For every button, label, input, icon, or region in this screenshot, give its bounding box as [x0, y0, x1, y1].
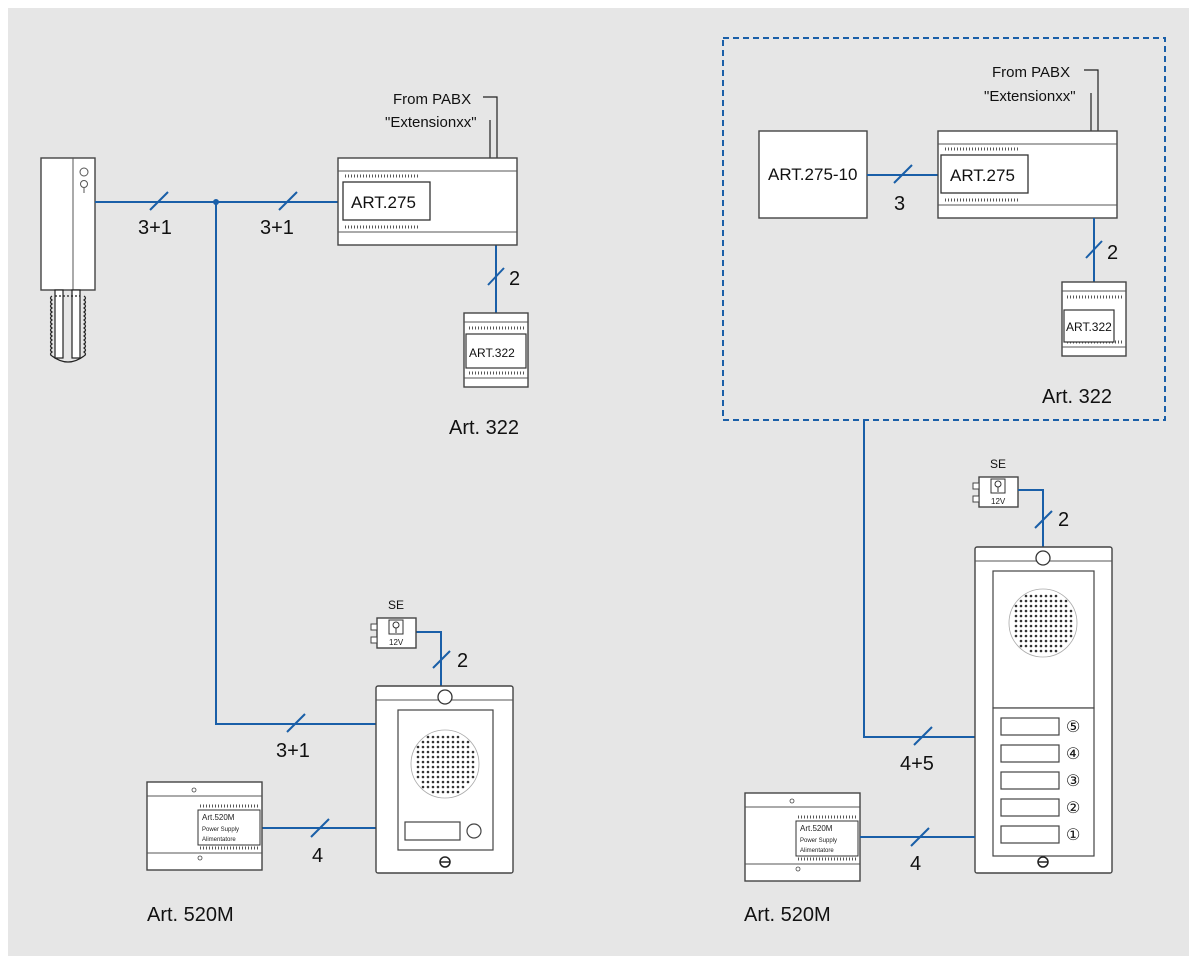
device-label: ART.275 [351, 193, 416, 212]
nameplate [1000, 825, 1060, 844]
nameplate [404, 821, 461, 841]
lock-label: SE [388, 598, 404, 612]
device-label: ART.322 [1066, 320, 1112, 334]
psu-sublabel: Power Supply [202, 827, 239, 833]
device-caption: Art. 322 [449, 417, 519, 439]
wire-count-label: 3+1 [276, 740, 310, 762]
pabx-module-group-box [722, 37, 1166, 421]
wire-tick [278, 191, 298, 211]
nameplate [1000, 771, 1060, 790]
wire-tick [913, 726, 933, 746]
wire-count-label: 4+5 [900, 753, 934, 775]
wire-count-label: 2 [1058, 509, 1069, 531]
wire-count-label: 3+1 [260, 217, 294, 239]
speaker-grille-icon [416, 735, 475, 794]
psu-sublabel: Alimentatore [202, 837, 236, 843]
wire-count-label: 3+1 [138, 217, 172, 239]
call-button [466, 823, 482, 839]
art-275-interface: ART.275 [337, 157, 518, 246]
wire-tick [286, 713, 306, 733]
device-label: ART.322 [469, 346, 515, 360]
call-button-number: ④ [1066, 746, 1080, 763]
psu-sublabel: Power Supply [800, 838, 837, 844]
wire-count-label: 2 [509, 268, 520, 290]
psu-sublabel: Alimentatore [800, 848, 834, 854]
pabx-line [1084, 69, 1099, 131]
speaker-grille-icon [1014, 594, 1073, 653]
wire-lock-to-panel [1018, 489, 1044, 547]
wire-tick [149, 191, 169, 211]
wire-split-to-panel [215, 202, 376, 725]
art-322-relay: ART.322 [1061, 281, 1127, 357]
power-supply: Art.520M Power Supply Alimentatore [146, 781, 263, 871]
device-caption: Art. 520M [147, 904, 234, 926]
wire-tick [893, 164, 913, 184]
call-button-number: ② [1066, 800, 1080, 817]
call-button-number: ① [1066, 827, 1080, 844]
device-label: ART.275-10 [768, 165, 857, 184]
wire-count-label: 2 [457, 650, 468, 672]
device-caption: Art. 520M [744, 904, 831, 926]
wire-tick [487, 267, 505, 286]
wire-tick [432, 650, 451, 669]
nameplate [1000, 798, 1060, 817]
electric-lock-icon: SE 12V [370, 598, 417, 649]
pabx-extension-label: "Extensionxx" [984, 88, 1076, 105]
device-caption: Art. 322 [1042, 386, 1112, 408]
psu-label: Art.520M [202, 813, 235, 822]
art-275-10-module: ART.275-10 [758, 130, 868, 219]
intercom-handset-icon [40, 157, 96, 363]
door-entry-panel: ⑤ ④ ③ ② ① [974, 546, 1113, 874]
wire-tick [1085, 240, 1103, 259]
door-entry-panel [375, 685, 514, 874]
pabx-line [483, 96, 498, 158]
wire-count-label: 3 [894, 193, 905, 215]
lock-voltage: 12V [389, 638, 404, 647]
art-275-interface: ART.275 [937, 130, 1118, 219]
device-label: ART.275 [950, 166, 1015, 185]
wire-tick [910, 827, 930, 847]
art-322-relay: ART.322 [463, 312, 529, 388]
nameplate [1000, 744, 1060, 763]
pabx-label: From PABX [992, 64, 1070, 81]
psu-label: Art.520M [800, 824, 833, 833]
lock-voltage: 12V [991, 497, 1006, 506]
wire-lock-to-panel [416, 631, 442, 686]
lock-label: SE [990, 457, 1006, 471]
call-button-number: ③ [1066, 773, 1080, 790]
nameplate [1000, 717, 1060, 736]
call-button-number: ⑤ [1066, 719, 1080, 736]
power-supply: Art.520M Power Supply Alimentatore [744, 792, 861, 882]
wire-count-label: 2 [1107, 242, 1118, 264]
wire-tick [1034, 510, 1053, 529]
wire-tick [310, 818, 330, 838]
pabx-extension-label: "Extensionxx" [385, 114, 477, 131]
wire-count-label: 4 [312, 845, 323, 867]
wire-box-to-panel [863, 420, 975, 738]
wire-count-label: 4 [910, 853, 921, 875]
electric-lock-icon: SE 12V [972, 457, 1019, 508]
pabx-label: From PABX [393, 91, 471, 108]
